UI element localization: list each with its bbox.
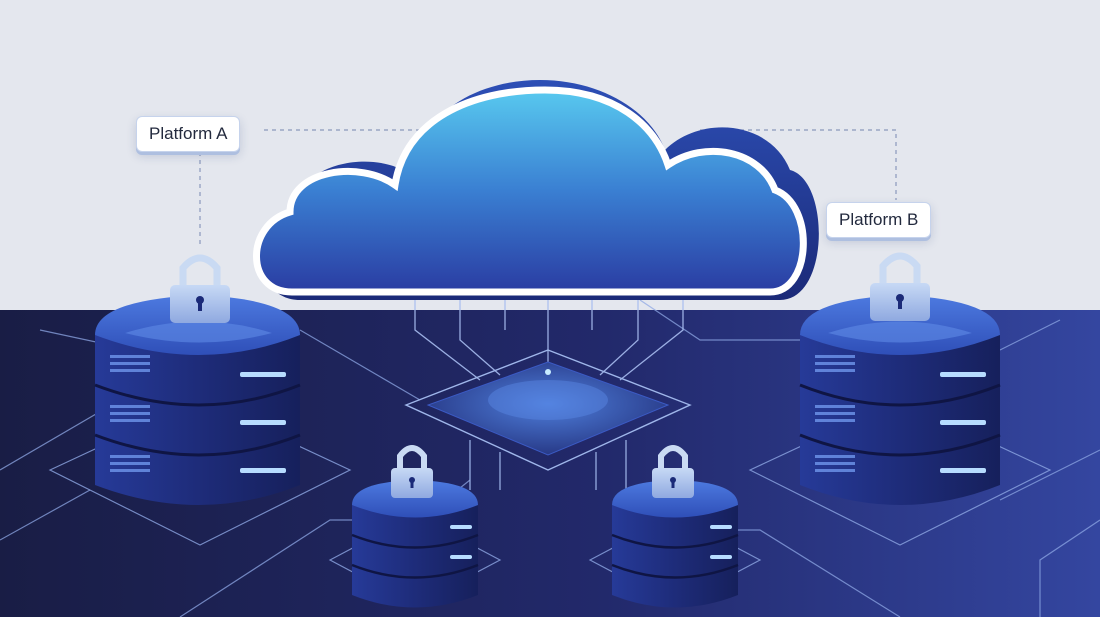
server-icon-small-right [588,480,762,608]
cloud-icon [253,80,819,300]
padlock-icon-small-left [391,445,433,498]
server-icon-platform-a [48,295,352,546]
server-icon-platform-b [748,295,1052,546]
platform-a-label: Platform A [136,116,241,152]
padlock-icon-platform-a [170,254,230,323]
padlock-icon-small-right [652,445,694,498]
callout-leaders [199,129,897,248]
server-icon-small-left [328,480,502,608]
padlock-icon-platform-b [870,252,930,321]
chip-hub-icon [404,349,692,490]
platform-b-label: Platform B [826,202,932,238]
